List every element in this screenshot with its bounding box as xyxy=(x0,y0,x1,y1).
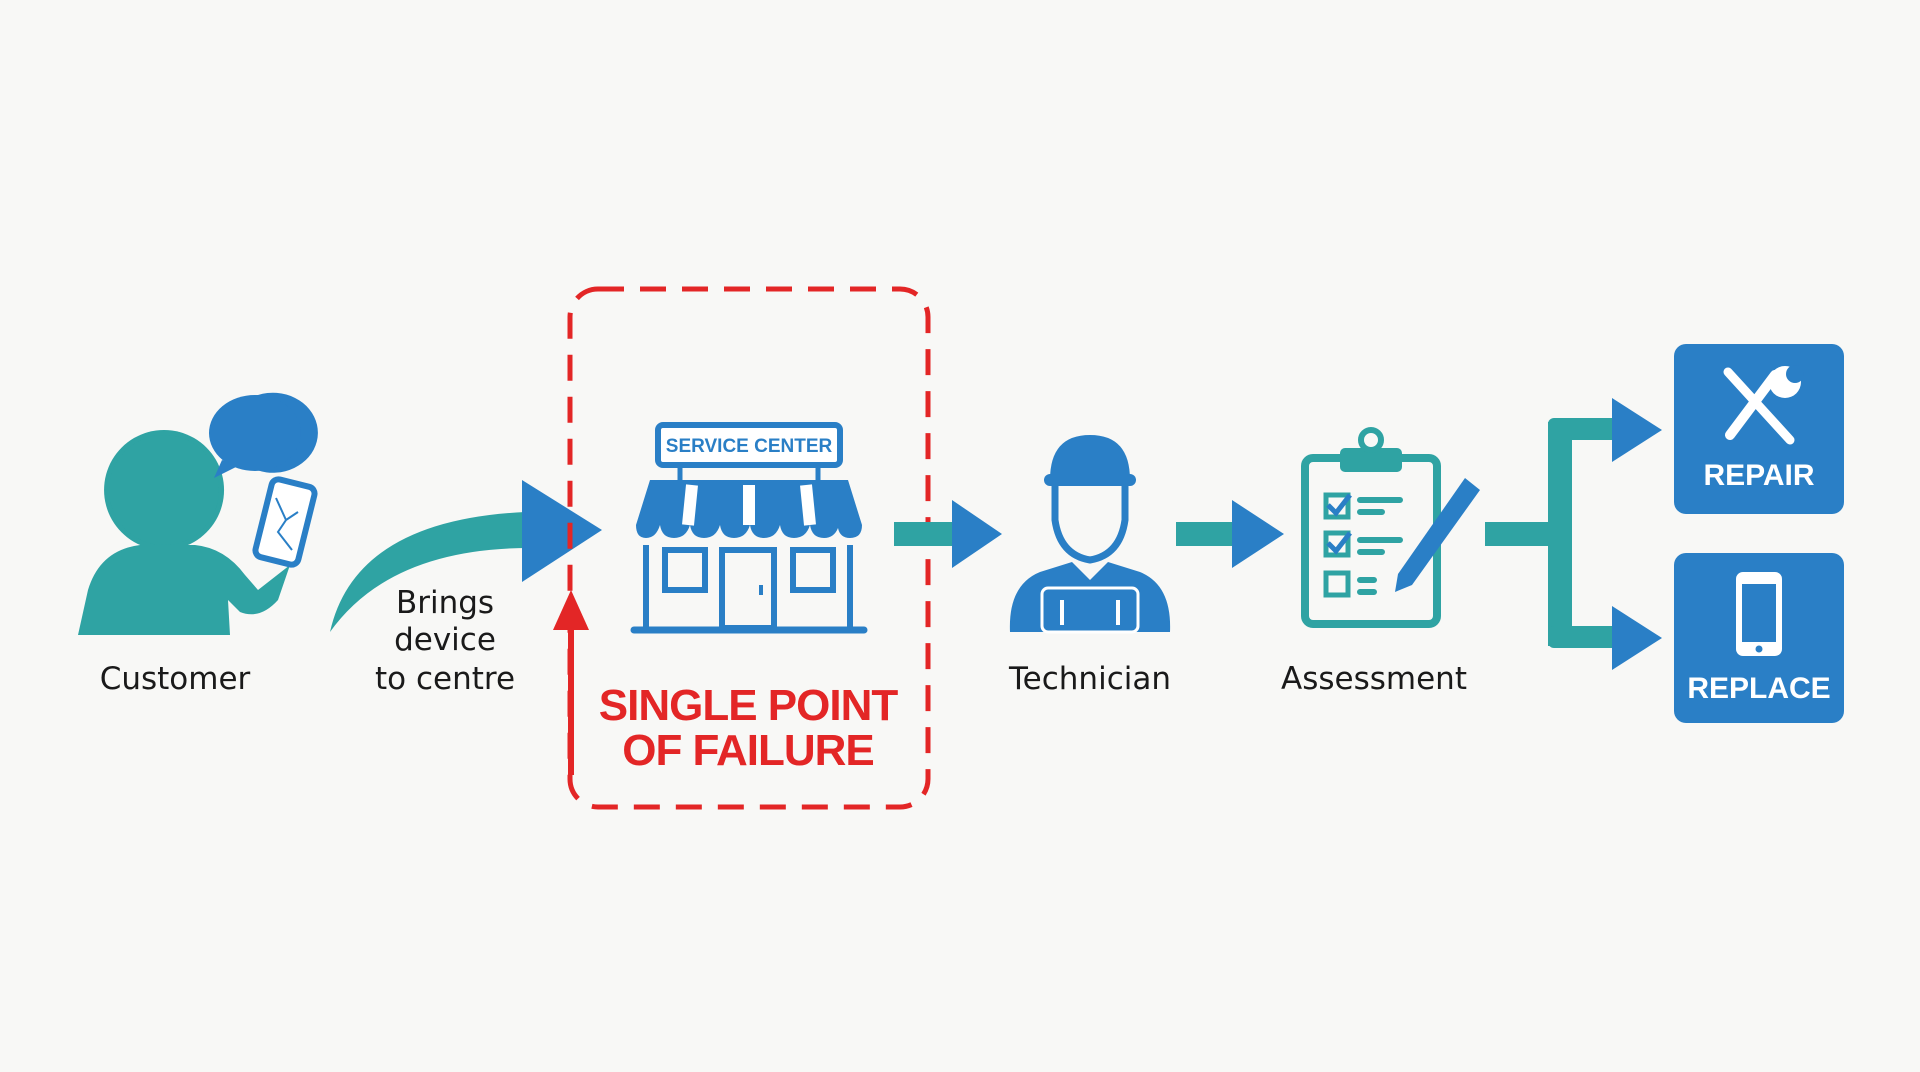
failure-label-line2: OF FAILURE xyxy=(622,726,874,775)
transition-line1: Brings xyxy=(396,585,494,621)
replace-box: REPLACE xyxy=(1674,553,1844,723)
technician-icon xyxy=(1009,435,1171,634)
failure-label-line1: SINGLE POINT xyxy=(599,681,899,730)
clipboard-checklist-icon xyxy=(1301,427,1480,628)
failure-highlight-box xyxy=(567,286,931,810)
transition-line2: device xyxy=(394,622,496,658)
curved-arrow-icon xyxy=(330,480,602,632)
customer-label: Customer xyxy=(100,661,251,697)
arrow-right-icon xyxy=(894,500,1002,568)
arrow-right-icon xyxy=(1176,500,1284,568)
service-center-sign: SERVICE CENTER xyxy=(666,436,833,457)
repair-label: REPAIR xyxy=(1703,459,1814,492)
repair-box: REPAIR xyxy=(1674,344,1844,514)
technician-label: Technician xyxy=(1008,661,1171,697)
red-up-arrow-icon xyxy=(553,590,589,775)
assessment-label: Assessment xyxy=(1281,661,1467,697)
replace-label: REPLACE xyxy=(1687,672,1830,705)
storefront-icon xyxy=(630,422,868,634)
wrench-screwdriver-icon xyxy=(1723,365,1804,445)
branch-arrow-icon xyxy=(1485,398,1662,670)
customer-icon xyxy=(78,392,318,635)
smartphone-icon xyxy=(1736,572,1782,656)
transition-line3: to centre xyxy=(375,661,515,697)
